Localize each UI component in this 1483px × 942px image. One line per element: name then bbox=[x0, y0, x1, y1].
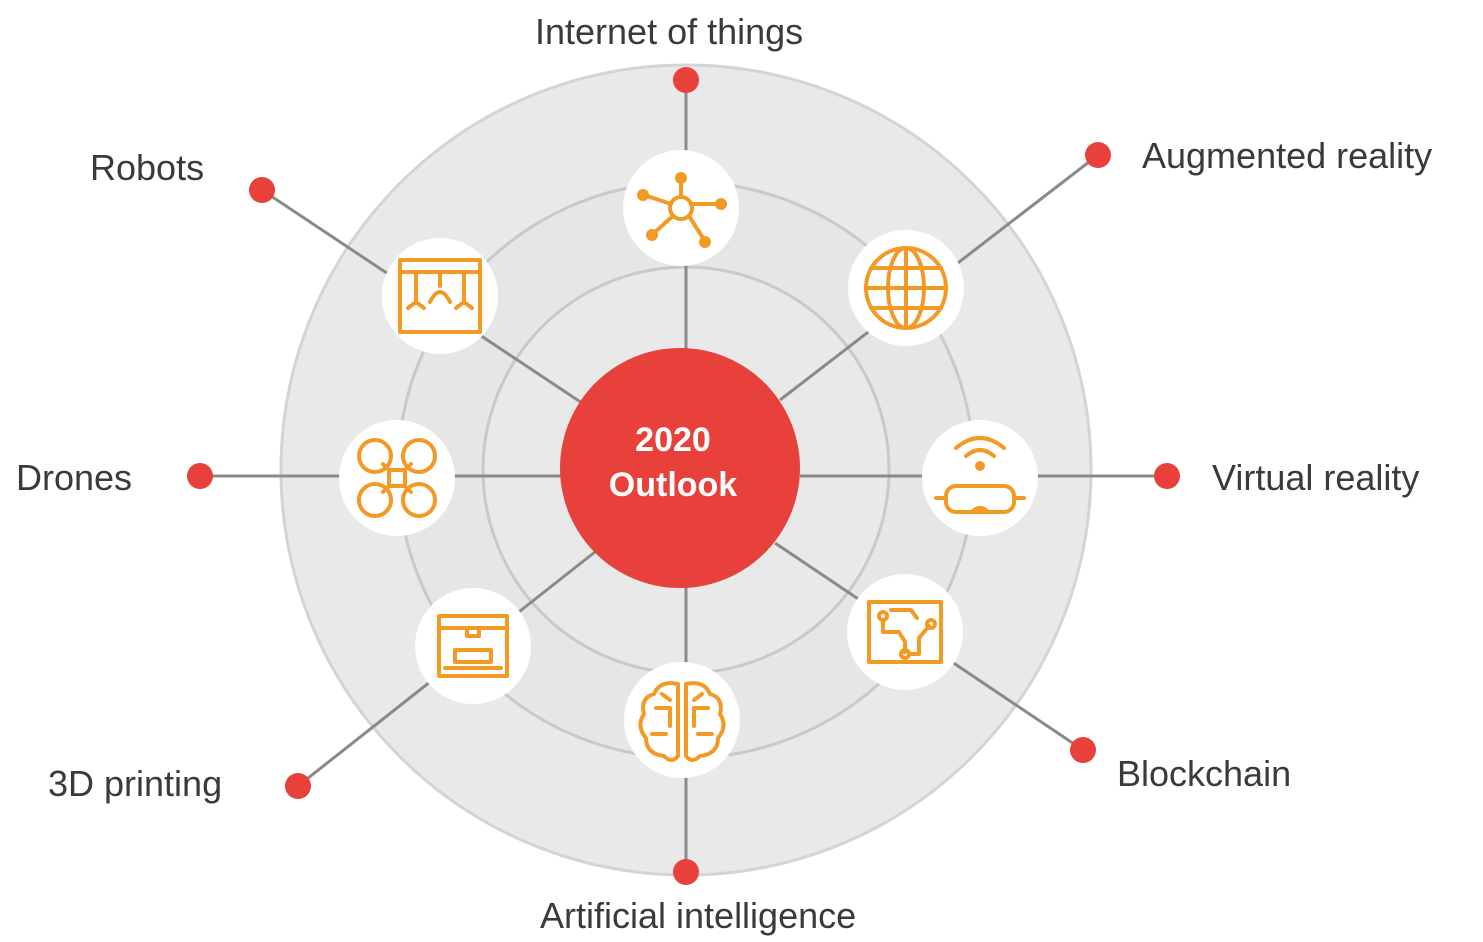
center-hub bbox=[560, 348, 800, 588]
endpoint-dots bbox=[187, 67, 1180, 885]
drone-icon bbox=[357, 438, 437, 518]
badge-ai bbox=[624, 662, 740, 778]
label-internet-of-things: Internet of things bbox=[535, 11, 804, 52]
dot-ar bbox=[1085, 142, 1111, 168]
3d-printer-icon bbox=[437, 614, 509, 678]
dot-robots bbox=[249, 177, 275, 203]
center-line-2: Outlook bbox=[609, 466, 738, 504]
robot-arm-icon bbox=[398, 258, 482, 334]
label-drones: Drones bbox=[16, 457, 133, 498]
dot-drones bbox=[187, 463, 213, 489]
network-hub-icon bbox=[637, 172, 727, 248]
dot-3d bbox=[285, 773, 311, 799]
label-robots: Robots bbox=[90, 147, 205, 188]
vr-headset-icon bbox=[934, 436, 1026, 514]
badge-drones bbox=[339, 420, 455, 536]
brain-circuit-icon bbox=[638, 681, 726, 762]
dot-iot bbox=[673, 67, 699, 93]
badge-blockchain bbox=[847, 574, 963, 690]
label-3d-printing: 3D printing bbox=[48, 763, 223, 804]
label-augmented-reality: Augmented reality bbox=[1142, 135, 1433, 176]
dot-blockchain bbox=[1070, 737, 1096, 763]
label-artificial-intelligence: Artificial intelligence bbox=[540, 895, 857, 936]
badge-3d bbox=[415, 588, 531, 704]
label-virtual-reality: Virtual reality bbox=[1212, 457, 1420, 498]
badge-robots bbox=[382, 238, 498, 354]
dot-ai bbox=[673, 859, 699, 885]
circuit-board-icon bbox=[867, 600, 943, 664]
center-line-1: 2020 bbox=[635, 421, 711, 459]
label-blockchain: Blockchain bbox=[1117, 753, 1292, 794]
badge-vr bbox=[922, 420, 1038, 536]
dot-vr bbox=[1154, 463, 1180, 489]
globe-icon bbox=[864, 246, 948, 330]
